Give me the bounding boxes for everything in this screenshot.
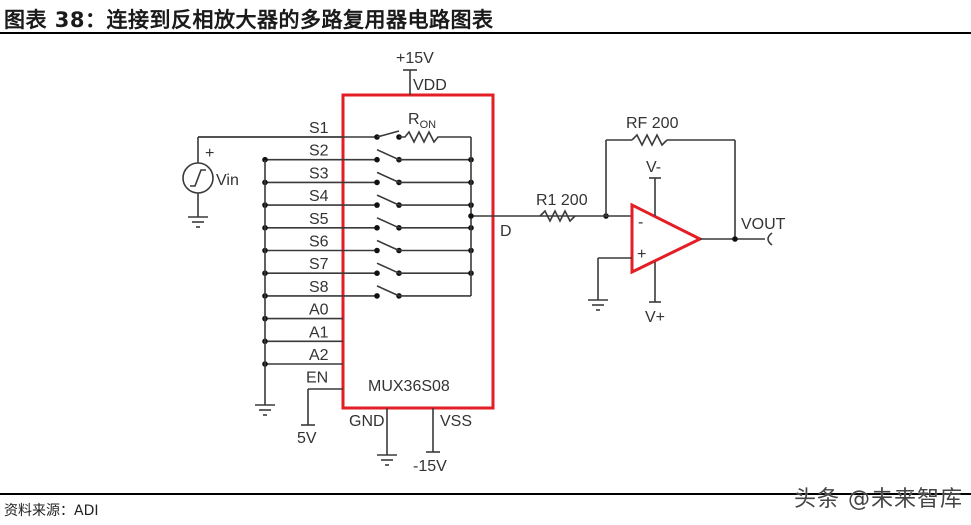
switch-contact	[374, 225, 380, 231]
supply-top-label: +15V	[396, 50, 434, 67]
r1-resistor: R1 200	[536, 192, 588, 223]
channel-s5: S5	[262, 211, 474, 231]
channel-s7: S7	[262, 256, 474, 277]
channel-s1: S1	[198, 120, 471, 144]
switch-contact	[374, 179, 380, 186]
input-label: S8	[309, 279, 329, 296]
gnd-pin: GND	[349, 408, 397, 466]
input-label: S1	[309, 120, 329, 137]
figure-title: 图表 38：连接到反相放大器的多路复用器电路图表	[4, 8, 494, 32]
ron-resistor	[399, 130, 471, 144]
vout-label: VOUT	[741, 216, 786, 233]
drain-label: D	[500, 223, 512, 240]
vss-label: VSS	[440, 413, 472, 430]
switch-contact	[374, 293, 380, 299]
footer-divider	[0, 493, 971, 495]
vin-source: + Vin	[182, 136, 343, 228]
enable-supply-label: 5V	[297, 430, 317, 447]
supply-bottom-label: -15V	[413, 458, 447, 475]
address-a1: A1	[262, 324, 343, 345]
address-label: A1	[309, 324, 329, 341]
opamp-ground-icon	[588, 299, 608, 311]
input-label: S7	[309, 256, 329, 273]
switch-contact	[374, 247, 380, 254]
switch-contact	[374, 270, 380, 277]
gnd-label: GND	[349, 413, 385, 430]
op-amp-triangle	[630, 202, 704, 275]
address-a0: A0	[262, 302, 343, 322]
ron-label: RON	[408, 111, 436, 131]
input-label: S6	[309, 234, 329, 251]
enable-supply: 5V	[297, 388, 343, 447]
switch-closed	[376, 130, 400, 138]
enable-label: EN	[306, 370, 328, 387]
address-a2: A2	[262, 347, 343, 367]
output-terminal-icon	[767, 232, 773, 246]
channel-s3: S3	[262, 165, 474, 186]
mux-ic-outline	[341, 93, 495, 410]
vss-pin: VSS -15V	[413, 408, 472, 475]
channel-s4: S4	[262, 188, 474, 208]
rf-resistor: RF 200	[626, 115, 679, 147]
switch-open	[376, 239, 400, 252]
switch-contact	[374, 202, 380, 208]
left-bus-ground-icon	[255, 404, 275, 416]
input-label: S2	[309, 143, 329, 160]
vminus-label: V-	[646, 159, 661, 176]
channel-s2: S2	[262, 143, 474, 163]
switch-open	[376, 148, 400, 161]
vin-label: Vin	[216, 172, 239, 189]
channel-s6: S6	[262, 234, 474, 254]
title-divider	[0, 32, 971, 34]
switch-open	[376, 194, 400, 206]
figure-source: 资料来源：ADI	[4, 503, 99, 519]
switch-open	[376, 217, 400, 229]
input-label: S3	[309, 165, 329, 182]
switch-contact	[374, 156, 380, 163]
mux-part-number: MUX36S08	[368, 378, 450, 395]
switch-open	[376, 171, 400, 184]
switch-open	[376, 262, 400, 274]
vdd-label: VDD	[413, 77, 447, 94]
channel-s8: S8	[262, 279, 471, 299]
address-label: A2	[309, 347, 329, 364]
vdd-supply: +15V VDD	[396, 50, 447, 95]
inverting-input-sign: -	[638, 214, 643, 231]
watermark: 头条 @未来智库	[794, 487, 963, 512]
address-label: A0	[309, 302, 329, 319]
noninverting-input-sign: +	[637, 246, 646, 263]
vin-polarity: +	[205, 145, 214, 162]
r1-label: R1 200	[536, 192, 588, 209]
input-label: S5	[309, 211, 329, 228]
rf-label: RF 200	[626, 115, 679, 132]
input-label: S4	[309, 188, 329, 205]
vplus-label: V+	[645, 309, 665, 326]
switch-open	[376, 285, 400, 297]
